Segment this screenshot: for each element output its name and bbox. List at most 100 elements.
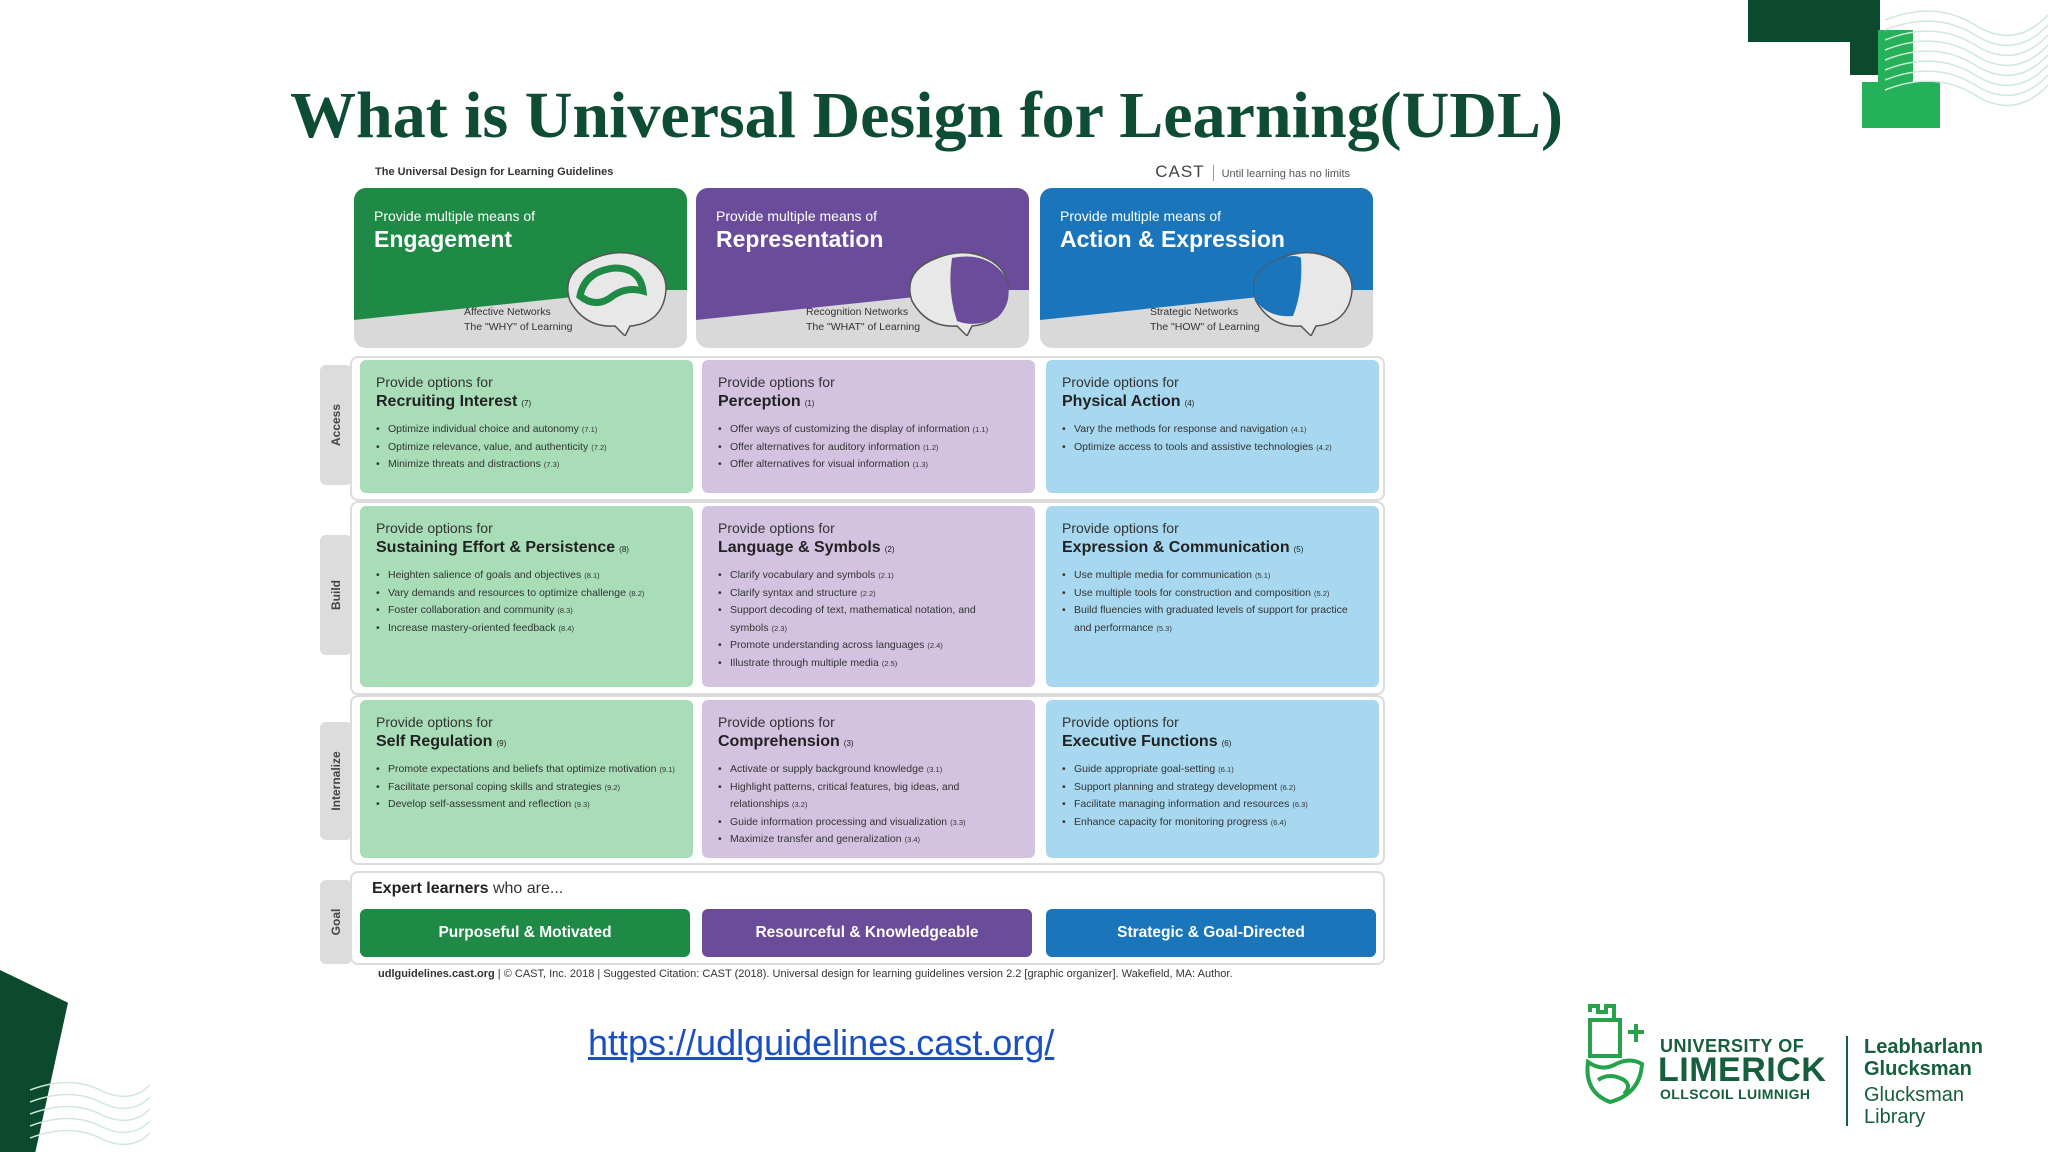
cell-title: Recruiting Interest(7) bbox=[376, 393, 532, 410]
list-item: Activate or supply background knowledge(… bbox=[718, 761, 1021, 779]
list-item: Minimize threats and distractions(7.3) bbox=[376, 456, 679, 474]
cell-list: Optimize individual choice and autonomy(… bbox=[376, 421, 679, 474]
cell-pre: Provide options for bbox=[376, 714, 493, 730]
list-item: Heighten salience of goals and objective… bbox=[376, 567, 679, 585]
cell-title: Expression & Communication(5) bbox=[1062, 539, 1304, 556]
corner-decoration-green-block bbox=[1862, 82, 1940, 128]
principle-name: Representation bbox=[716, 226, 884, 252]
list-item: Clarify vocabulary and symbols(2.1) bbox=[718, 567, 1021, 585]
brain-icon bbox=[1253, 252, 1353, 336]
corner-wave-lines bbox=[1884, 10, 2048, 107]
list-item: Offer alternatives for visual informatio… bbox=[718, 456, 1021, 474]
cell-self-regulation: Provide options for Self Regulation(9) P… bbox=[360, 700, 693, 858]
logo-divider bbox=[1846, 1036, 1848, 1126]
principle-representation: Provide multiple means of Representation… bbox=[696, 188, 1029, 348]
principle-name: Engagement bbox=[374, 226, 513, 252]
brain-icon bbox=[567, 252, 667, 336]
list-item: Facilitate managing information and reso… bbox=[1062, 796, 1365, 814]
cell-language-symbols: Provide options for Language & Symbols(2… bbox=[702, 506, 1035, 687]
cell-physical-action: Provide options for Physical Action(4) V… bbox=[1046, 360, 1379, 493]
goal-strategic-goal-directed: Strategic & Goal-Directed bbox=[1046, 909, 1376, 957]
cell-pre: Provide options for bbox=[718, 520, 835, 536]
list-item: Offer alternatives for auditory informat… bbox=[718, 439, 1021, 457]
cell-expression-communication: Provide options for Expression & Communi… bbox=[1046, 506, 1379, 687]
cast-brand: CAST Until learning has no limits bbox=[1155, 162, 1350, 182]
principle-pre: Provide multiple means of bbox=[374, 208, 536, 224]
cell-list: Activate or supply background knowledge(… bbox=[718, 761, 1021, 849]
list-item: Facilitate personal coping skills and st… bbox=[376, 779, 679, 797]
goal-purposeful-motivated: Purposeful & Motivated bbox=[360, 909, 690, 957]
chart-top-bar: The Universal Design for Learning Guidel… bbox=[375, 162, 1375, 182]
list-item: Optimize relevance, value, and authentic… bbox=[376, 439, 679, 457]
cell-pre: Provide options for bbox=[718, 714, 835, 730]
list-item: Support planning and strategy developmen… bbox=[1062, 779, 1365, 797]
list-item: Illustrate through multiple media(2.5) bbox=[718, 655, 1021, 673]
crest-icon bbox=[1585, 1004, 1645, 1105]
row-label-access: Access bbox=[320, 365, 352, 485]
goal-lead-text: Expert learners who are... bbox=[372, 880, 564, 897]
list-item: Vary the methods for response and naviga… bbox=[1062, 421, 1365, 439]
goal-resourceful-knowledgeable: Resourceful & Knowledgeable bbox=[702, 909, 1032, 957]
corner-decoration-dark-bar bbox=[1850, 0, 1880, 75]
guidelines-title: The Universal Design for Learning Guidel… bbox=[375, 166, 614, 178]
cast-tagline: Until learning has no limits bbox=[1221, 168, 1350, 180]
list-item: Promote understanding across languages(2… bbox=[718, 637, 1021, 655]
cell-title: Perception(1) bbox=[718, 393, 815, 410]
corner-wave-lines-bottom bbox=[30, 1081, 150, 1146]
logo-ollscoil: OLLSCOIL LUIMNIGH bbox=[1660, 1086, 1811, 1102]
logo-university-of: UNIVERSITY OF bbox=[1660, 1036, 1805, 1056]
logo-limerick: LIMERICK bbox=[1658, 1051, 1827, 1089]
list-item: Foster collaboration and community(8.3) bbox=[376, 602, 679, 620]
list-item: Guide information processing and visuali… bbox=[718, 814, 1021, 832]
principle-pre: Provide multiple means of bbox=[716, 208, 878, 224]
cell-list: Guide appropriate goal-setting(6.1) Supp… bbox=[1062, 761, 1365, 831]
cell-list: Promote expectations and beliefs that op… bbox=[376, 761, 679, 814]
list-item: Develop self-assessment and reflection(9… bbox=[376, 796, 679, 814]
cell-pre: Provide options for bbox=[718, 374, 835, 390]
cell-list: Clarify vocabulary and symbols(2.1) Clar… bbox=[718, 567, 1021, 672]
list-item: Highlight patterns, critical features, b… bbox=[718, 779, 1021, 814]
udl-guidelines-chart: The Universal Design for Learning Guidel… bbox=[320, 160, 1390, 990]
brain-icon bbox=[909, 252, 1009, 336]
cell-sustaining-effort: Provide options for Sustaining Effort & … bbox=[360, 506, 693, 687]
cell-comprehension: Provide options for Comprehension(3) Act… bbox=[702, 700, 1035, 858]
cell-executive-functions: Provide options for Executive Functions(… bbox=[1046, 700, 1379, 858]
cell-list: Vary the methods for response and naviga… bbox=[1062, 421, 1365, 456]
row-label-internalize: Internalize bbox=[320, 722, 352, 840]
list-item: Maximize transfer and generalization(3.4… bbox=[718, 831, 1021, 849]
cell-recruiting-interest: Provide options for Recruiting Interest(… bbox=[360, 360, 693, 493]
cell-list: Heighten salience of goals and objective… bbox=[376, 567, 679, 637]
udl-guidelines-link[interactable]: https://udlguidelines.cast.org/ bbox=[588, 1022, 1055, 1063]
principle-name: Action & Expression bbox=[1060, 226, 1285, 252]
list-item: Increase mastery-oriented feedback(8.4) bbox=[376, 620, 679, 638]
university-logo: UNIVERSITY OF LIMERICK OLLSCOIL LUIMNIGH… bbox=[1580, 1002, 2020, 1132]
row-label-build: Build bbox=[320, 535, 352, 655]
list-item: Promote expectations and beliefs that op… bbox=[376, 761, 679, 779]
list-item: Clarify syntax and structure(2.2) bbox=[718, 585, 1021, 603]
cell-title: Sustaining Effort & Persistence(8) bbox=[376, 539, 629, 556]
cell-pre: Provide options for bbox=[1062, 714, 1179, 730]
cell-list: Offer ways of customizing the display of… bbox=[718, 421, 1021, 474]
principle-engagement: Provide multiple means of Engagement Aff… bbox=[354, 188, 687, 348]
cell-list: Use multiple media for communication(5.1… bbox=[1062, 567, 1365, 637]
principle-action-expression: Provide multiple means of Action & Expre… bbox=[1040, 188, 1373, 348]
row-label-goal: Goal bbox=[320, 880, 352, 964]
chart-footer-citation: udlguidelines.cast.org | © CAST, Inc. 20… bbox=[378, 968, 1233, 980]
cell-title: Physical Action(4) bbox=[1062, 393, 1195, 410]
list-item: Use multiple tools for construction and … bbox=[1062, 585, 1365, 603]
list-item: Build fluencies with graduated levels of… bbox=[1062, 602, 1365, 637]
list-item: Optimize access to tools and assistive t… bbox=[1062, 439, 1365, 457]
principle-pre: Provide multiple means of bbox=[1060, 208, 1222, 224]
cast-logo-text: CAST bbox=[1155, 162, 1205, 181]
cell-title: Language & Symbols(2) bbox=[718, 539, 895, 556]
list-item: Optimize individual choice and autonomy(… bbox=[376, 421, 679, 439]
list-item: Vary demands and resources to optimize c… bbox=[376, 585, 679, 603]
slide-title: What is Universal Design for Learning(UD… bbox=[290, 79, 1563, 152]
cell-pre: Provide options for bbox=[376, 520, 493, 536]
cell-pre: Provide options for bbox=[1062, 374, 1179, 390]
